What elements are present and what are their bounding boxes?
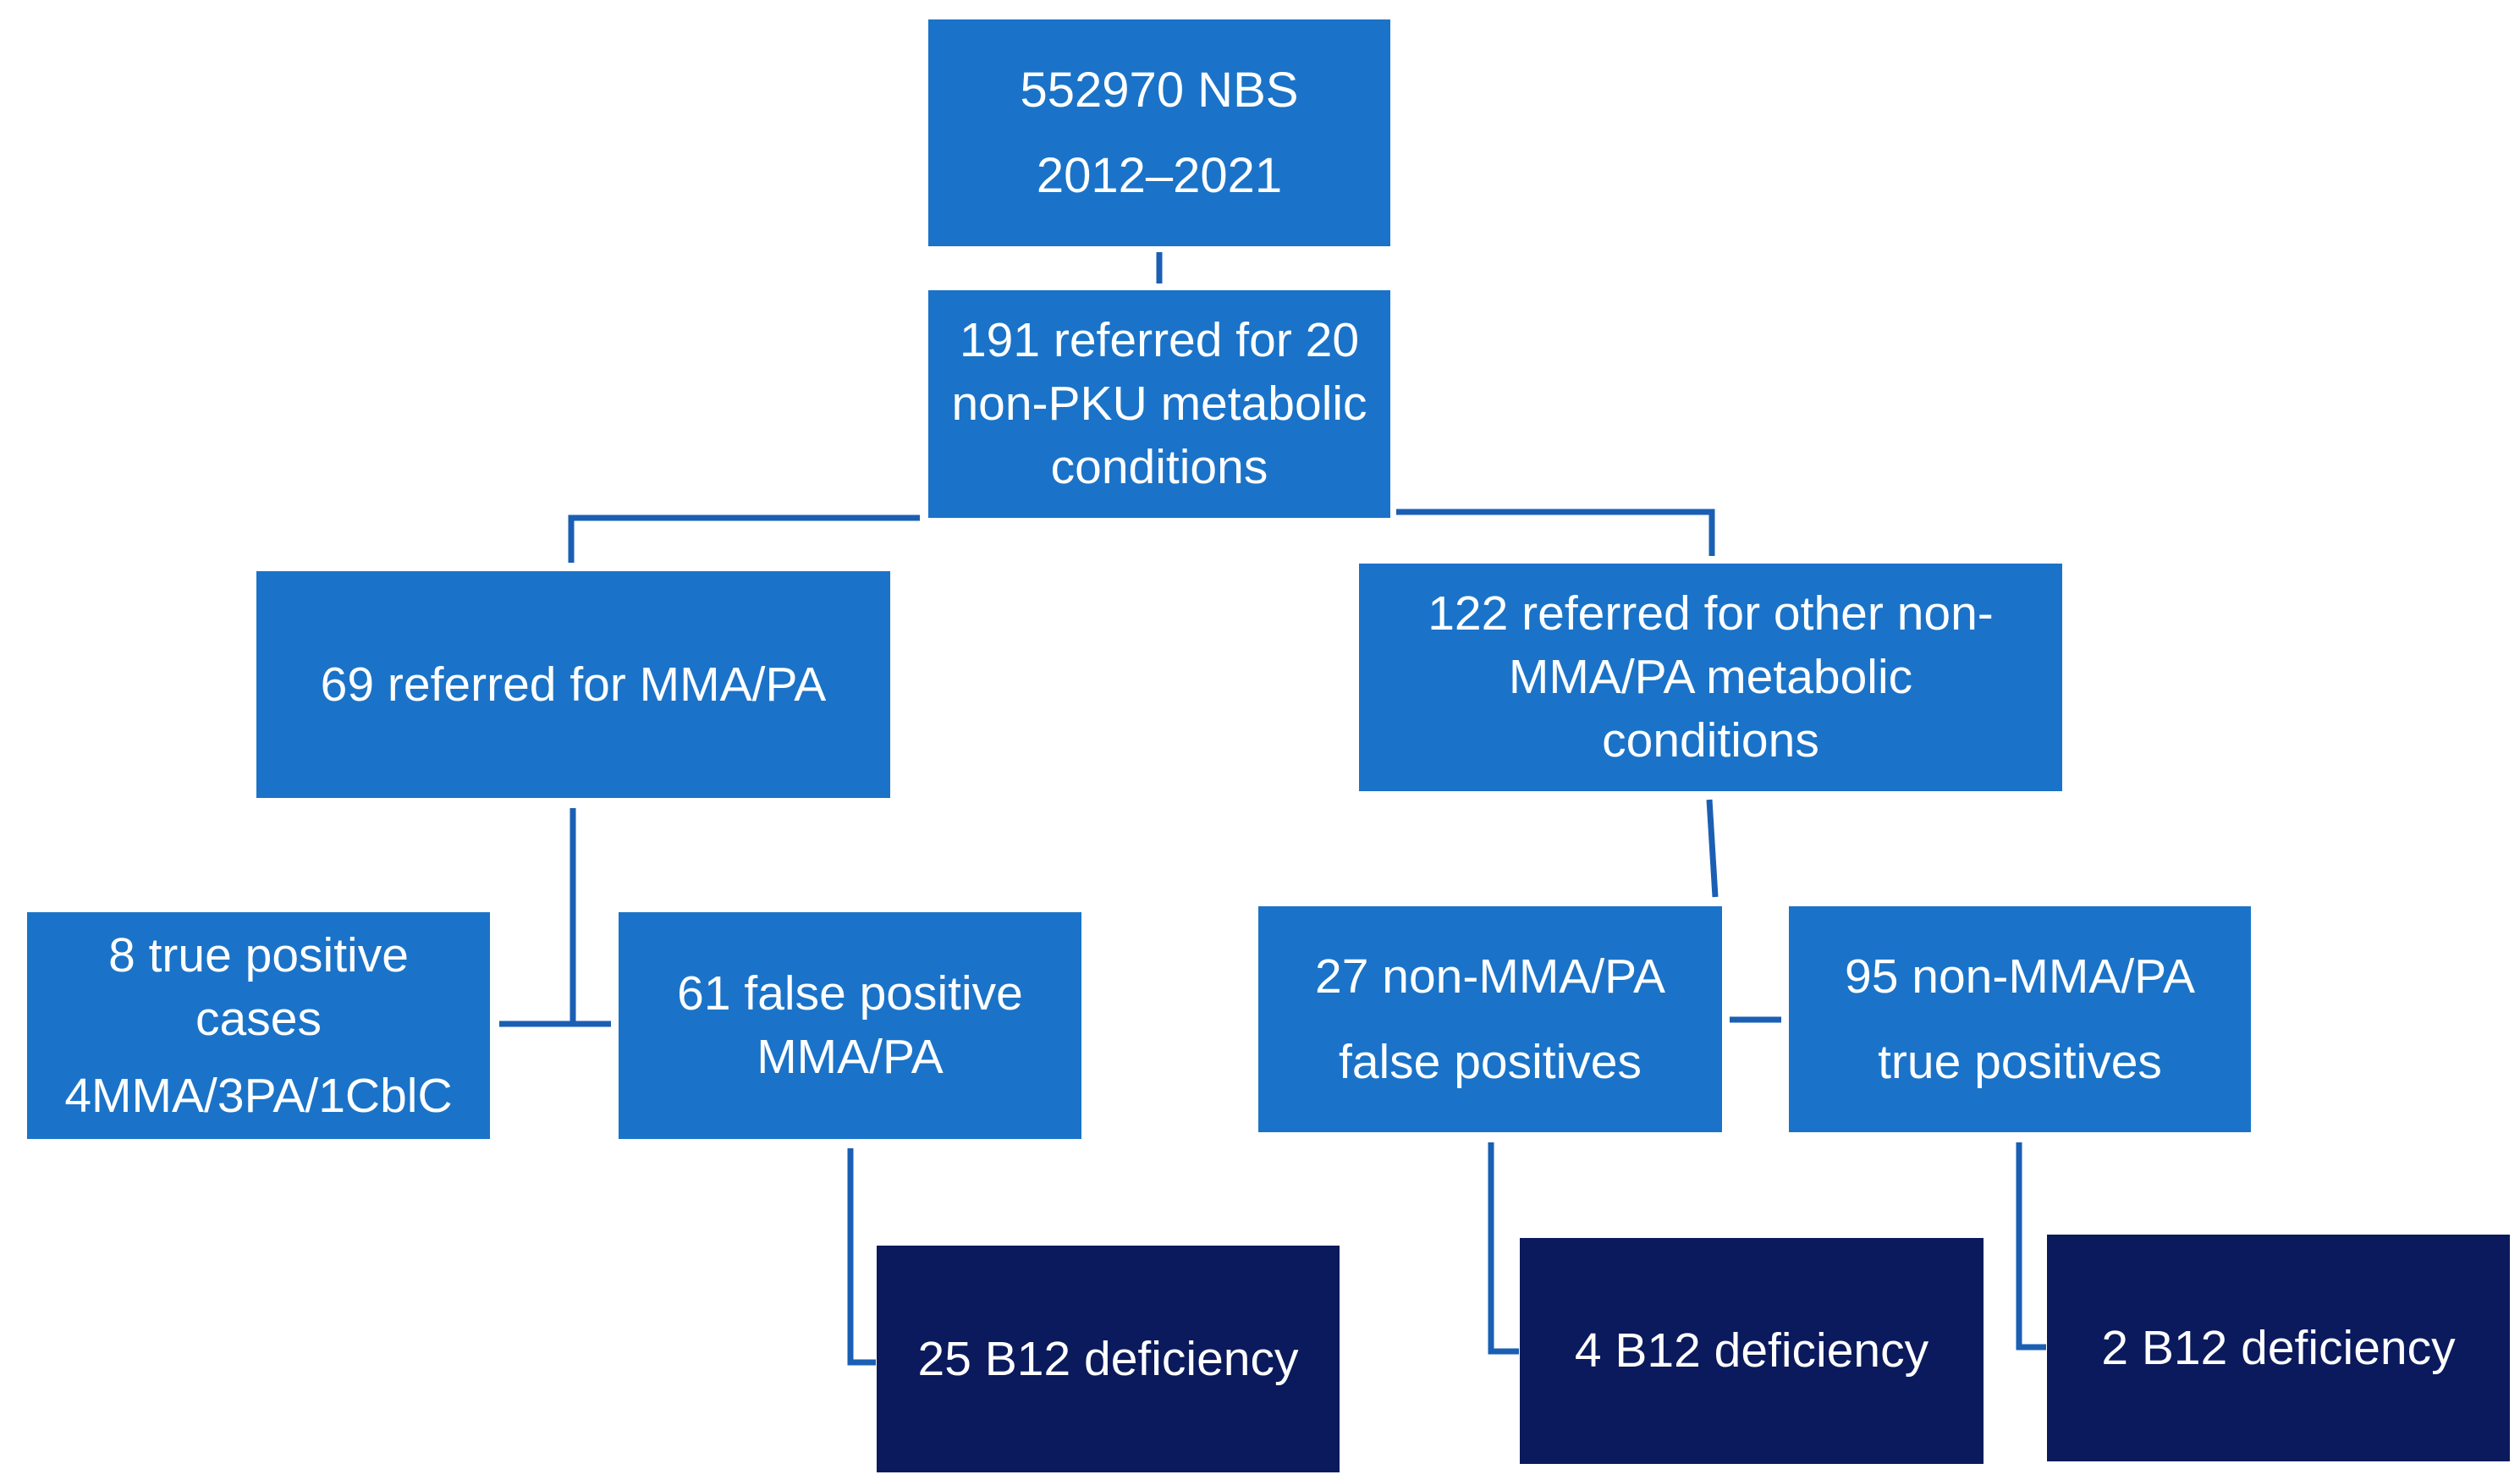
other-line-3: conditions: [1602, 713, 1819, 768]
connector-mma-pa-to-cases: [499, 808, 611, 1027]
nbs-line-2: 2012–2021: [1036, 148, 1283, 203]
true-positive-line-2: cases: [195, 991, 322, 1046]
non-mma-true-positive-box: 95 non-MMA/PA true positives: [1789, 906, 2251, 1132]
referred-box: 191 referred for 20 non-PKU metabolic co…: [928, 290, 1390, 518]
other-line-2: MMA/PA metabolic: [1508, 650, 1913, 704]
mma-pa-line-1: 69 referred for MMA/PA: [320, 657, 827, 712]
connector-non-true-to-b12: [2016, 1142, 2046, 1351]
non-mma-true-positive-line-2: true positives: [1878, 1034, 2162, 1089]
true-positive-box: 8 true positive cases 4MMA/3PA/1CblC: [27, 912, 490, 1139]
true-positive-line-3: 4MMA/3PA/1CblC: [64, 1068, 453, 1123]
non-mma-false-positive-line-2: false positives: [1338, 1034, 1642, 1089]
mma-pa-box: 69 referred for MMA/PA: [256, 571, 890, 798]
true-positive-line-1: 8 true positive: [108, 927, 409, 982]
b12-deficiency-2-label: 2 B12 deficiency: [2101, 1320, 2456, 1375]
b12-deficiency-25-label: 25 B12 deficiency: [917, 1331, 1299, 1386]
other-box: 122 referred for other non- MMA/PA metab…: [1359, 564, 2062, 791]
non-mma-false-positive-line-1: 27 non-MMA/PA: [1315, 949, 1665, 1004]
b12-deficiency-box-25: 25 B12 deficiency: [877, 1246, 1340, 1472]
false-positive-line-2: MMA/PA: [757, 1030, 944, 1084]
connector-non-false-to-b12: [1488, 1142, 1519, 1355]
connector-false-pos-to-b12: [847, 1148, 876, 1366]
referred-line-1: 191 referred for 20: [959, 313, 1360, 367]
referred-line-2: non-PKU metabolic: [951, 377, 1367, 431]
nbs-line-1: 552970 NBS: [1020, 63, 1299, 118]
connector-referred-to-other: [1396, 509, 1715, 556]
other-line-1: 122 referred for other non-: [1428, 586, 1994, 641]
b12-deficiency-box-4: 4 B12 deficiency: [1520, 1238, 1984, 1464]
false-positive-box: 61 false positive MMA/PA: [619, 912, 1081, 1139]
b12-deficiency-4-label: 4 B12 deficiency: [1574, 1323, 1929, 1378]
connector-referred-to-mma-pa: [568, 514, 920, 563]
false-positive-line-1: 61 false positive: [677, 966, 1023, 1021]
b12-deficiency-box-2: 2 B12 deficiency: [2047, 1235, 2510, 1461]
referred-line-3: conditions: [1050, 440, 1268, 494]
non-mma-true-positive-line-1: 95 non-MMA/PA: [1845, 949, 2195, 1004]
connector-other-to-non: [1706, 799, 1719, 898]
nbs-box: 552970 NBS 2012–2021: [928, 19, 1390, 246]
non-mma-false-positive-box: 27 non-MMA/PA false positives: [1258, 906, 1722, 1132]
